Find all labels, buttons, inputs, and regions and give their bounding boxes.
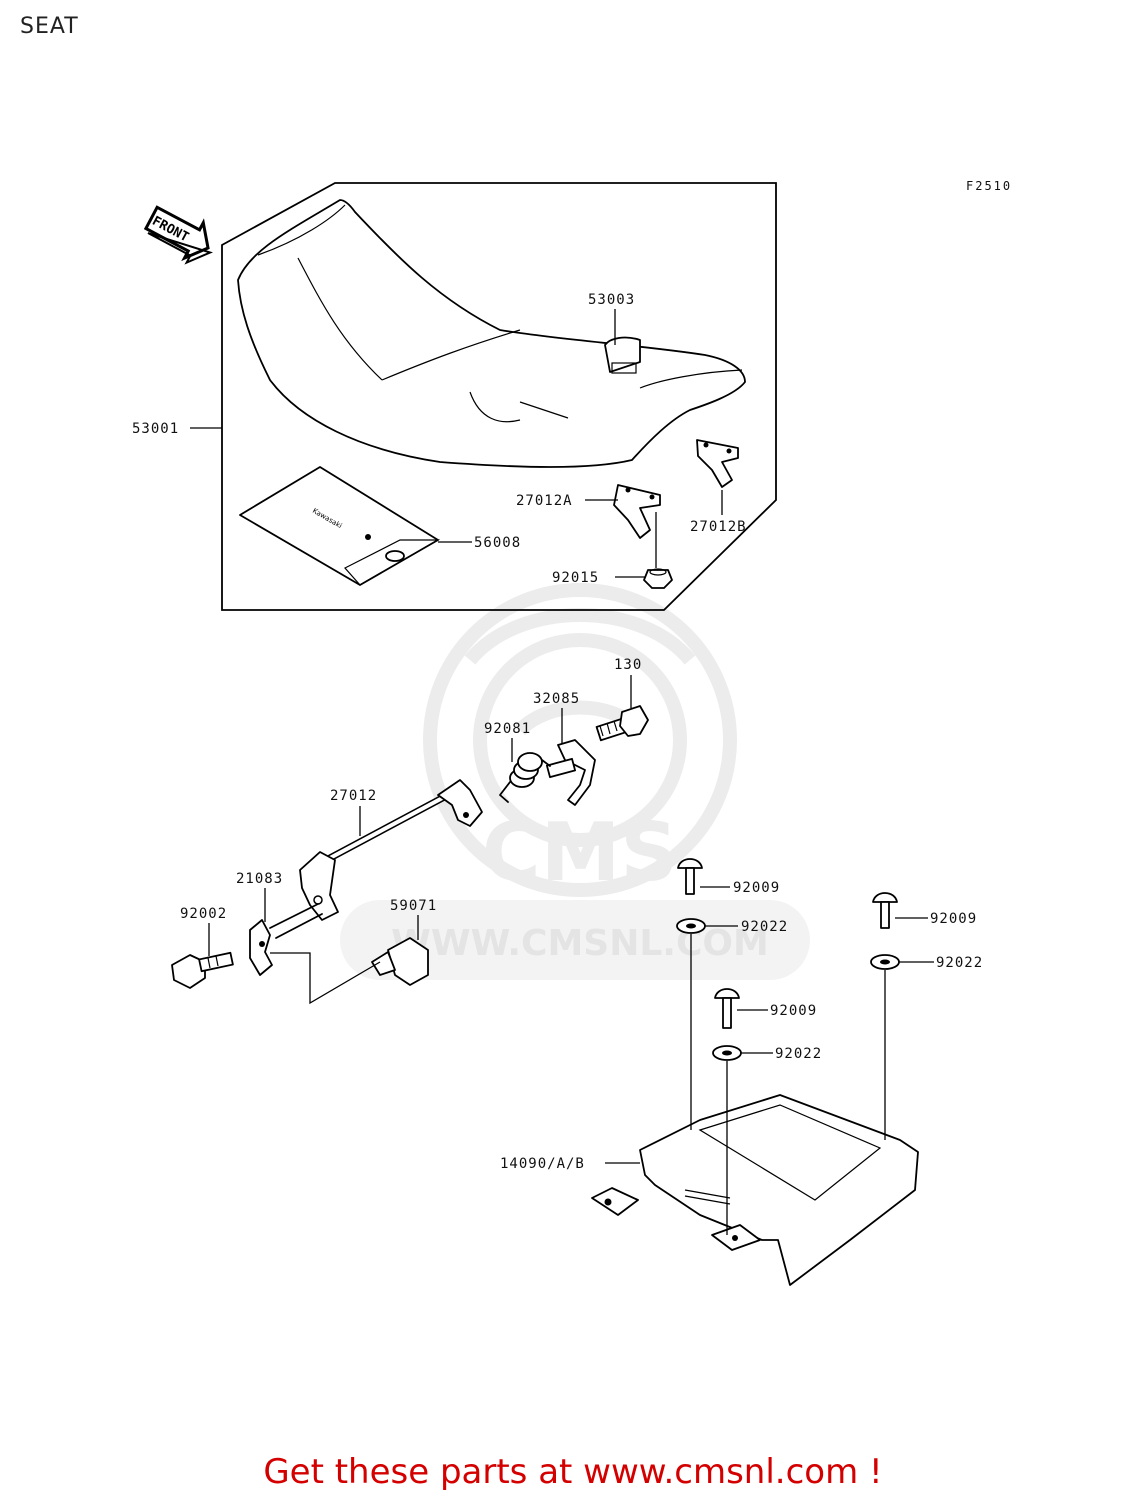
- part-label-92009-a: 92009: [733, 880, 780, 896]
- part-label-32085: 32085: [533, 691, 580, 707]
- part-label-59071: 59071: [390, 898, 437, 914]
- tray-14090-drawing: [591, 1094, 919, 1286]
- footer-cta-link[interactable]: Get these parts at www.cmsnl.com !: [263, 1452, 883, 1492]
- seat-assembly-box: [221, 182, 777, 611]
- part-label-92081: 92081: [484, 721, 531, 737]
- part-label-56008: 56008: [474, 535, 521, 551]
- part-label-21083: 21083: [236, 871, 283, 887]
- bracket-27012b-drawing: [696, 439, 739, 488]
- part-label-53003: 53003: [588, 292, 635, 308]
- lever-32085-drawing: [545, 739, 596, 806]
- nut-92015-drawing: [643, 512, 673, 589]
- watermark-brand-text: CMS: [482, 806, 678, 899]
- owners-manual-drawing: Kawasaki: [239, 466, 441, 586]
- watermark-site-text: WWW.CMSNL.COM: [391, 923, 769, 964]
- bracket-27012a-drawing: [613, 484, 661, 539]
- part-label-27012a: 27012A: [516, 493, 573, 509]
- washer-92022-c-hole: [722, 1050, 732, 1056]
- front-arrow-icon: FRONT: [143, 205, 214, 265]
- screw-92009-c-drawing: [714, 988, 740, 1029]
- part-label-14090: 14090/A/B: [500, 1156, 585, 1172]
- seat-cushion-drawing: [237, 199, 746, 468]
- part-label-130: 130: [614, 657, 642, 673]
- screw-92009-a-drawing: [677, 858, 703, 895]
- bracket-connector: [270, 952, 381, 1005]
- part-label-92009-c: 92009: [770, 1003, 817, 1019]
- lock-rod-27012-drawing: [326, 779, 483, 862]
- cushion-59071-drawing: [371, 937, 429, 986]
- part-label-92009-b: 92009: [930, 911, 977, 927]
- hook-21083-drawing: [249, 851, 339, 976]
- cms-watermark-logo: [423, 583, 737, 897]
- washer-92022-a-hole: [686, 923, 696, 929]
- part-label-27012b: 27012B: [690, 519, 747, 535]
- leader-lines: [190, 309, 934, 1235]
- bolt-130-drawing: [595, 705, 649, 742]
- part-label-92015: 92015: [552, 570, 599, 586]
- part-label-27012: 27012: [330, 788, 377, 804]
- page-title: SEAT: [20, 14, 79, 39]
- washer-92022-b-hole: [880, 959, 890, 965]
- part-label-92022-a: 92022: [741, 919, 788, 935]
- part-label-53001: 53001: [132, 421, 179, 437]
- screw-92009-b-drawing: [872, 892, 898, 929]
- part-label-92002: 92002: [180, 906, 227, 922]
- spring-92081-drawing: [499, 752, 551, 803]
- part-label-92022-c: 92022: [775, 1046, 822, 1062]
- figure-code: F2510: [966, 179, 1012, 193]
- bolt-92002-drawing: [171, 951, 234, 989]
- part-label-92022-b: 92022: [936, 955, 983, 971]
